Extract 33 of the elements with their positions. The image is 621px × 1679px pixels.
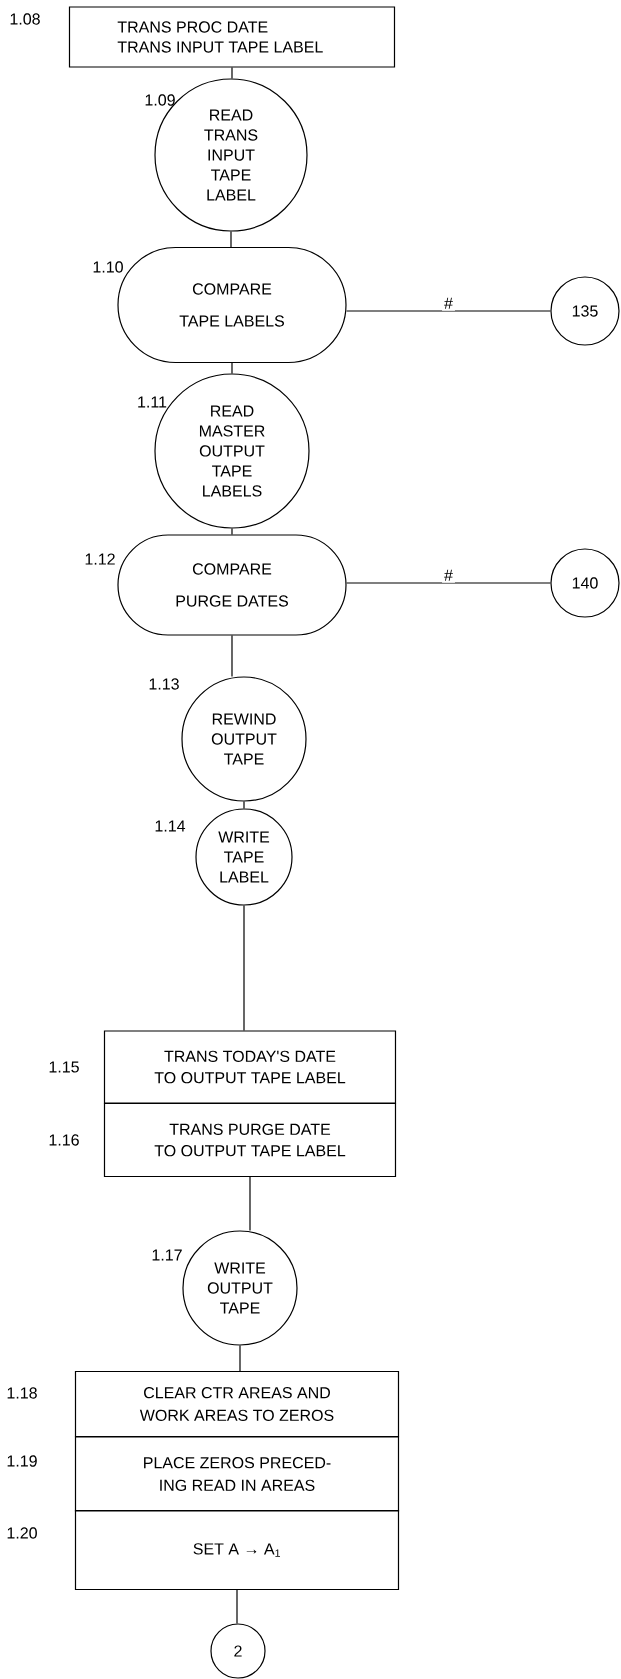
connector-line bbox=[231, 67, 233, 79]
step-number: 1.13 bbox=[149, 678, 179, 690]
step-number: 1.17 bbox=[152, 1249, 182, 1261]
connector-line bbox=[346, 310, 551, 312]
connector-line bbox=[231, 362, 233, 375]
process-box: TRANS TODAY'S DATE TO OUTPUT TAPE LABEL bbox=[103, 1030, 397, 1104]
process-box: TRANS PROC DATE TRANS INPUT TAPE LABEL bbox=[68, 6, 396, 68]
process-box: CLEAR CTR AREAS AND WORK AREAS TO ZEROS bbox=[74, 1370, 400, 1438]
connector-line bbox=[236, 1589, 238, 1624]
step-number: 1.10 bbox=[93, 261, 123, 273]
step-number: 1.16 bbox=[49, 1134, 79, 1146]
connector-line bbox=[230, 231, 232, 248]
step-number: 1.19 bbox=[7, 1455, 37, 1467]
step-number: 1.11 bbox=[138, 396, 167, 408]
step-number: 1.12 bbox=[85, 553, 115, 565]
step-number: 1.18 bbox=[7, 1387, 37, 1399]
step-number: 1.09 bbox=[145, 94, 175, 106]
connector-line bbox=[231, 635, 233, 677]
edge-label: # bbox=[442, 567, 455, 583]
step-number: 1.15 bbox=[49, 1061, 79, 1073]
step-number: 1.20 bbox=[7, 1527, 37, 1539]
connector-line bbox=[239, 1345, 241, 1372]
edge-label: # bbox=[442, 295, 455, 311]
connector-line bbox=[249, 1176, 251, 1231]
connector-line bbox=[231, 528, 233, 535]
connector-line bbox=[243, 905, 245, 1031]
connector-line bbox=[243, 801, 245, 809]
connector-line bbox=[346, 582, 551, 584]
process-box: SET A → A$_{1}$ bbox=[74, 1509, 400, 1591]
process-box: TRANS PURGE DATE TO OUTPUT TAPE LABEL bbox=[103, 1102, 397, 1178]
step-number: 1.08 bbox=[10, 13, 40, 25]
process-box: PLACE ZEROS PRECED- ING READ IN AREAS bbox=[74, 1436, 400, 1512]
step-number: 1.14 bbox=[155, 820, 186, 832]
